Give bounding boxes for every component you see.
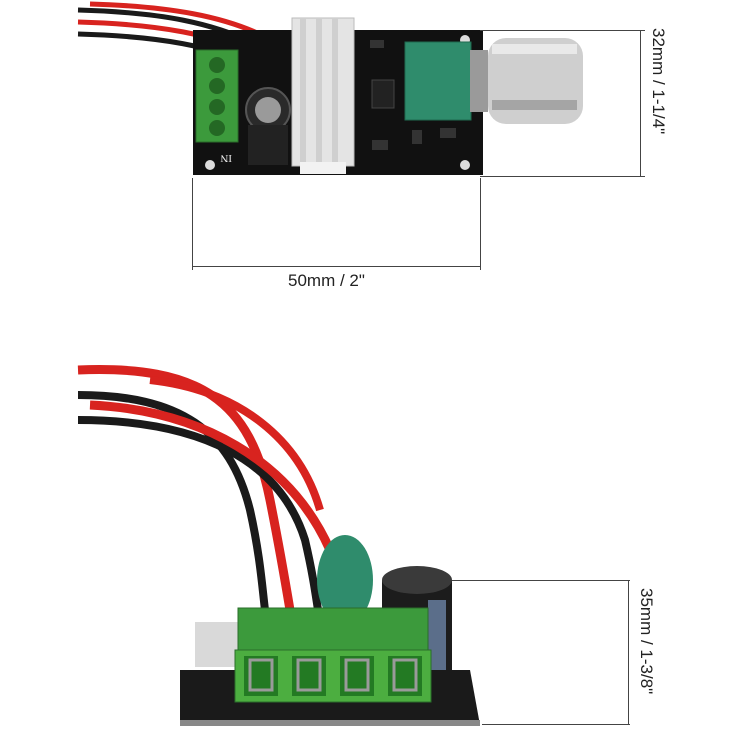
side-height-dimension-line	[628, 580, 629, 724]
top-height-label: 32mm / 1-1/4"	[649, 28, 668, 135]
side-wires	[77, 365, 347, 611]
top-potentiometer	[404, 41, 472, 121]
top-height-extension-lower	[480, 176, 645, 177]
top-view-board-illustration: IN	[77, 1, 583, 175]
top-terminal-block	[195, 49, 239, 143]
side-potentiometer	[317, 535, 373, 625]
side-height-label: 35mm / 1-3/8"	[637, 588, 656, 695]
top-width-label: 50mm / 2"	[288, 271, 365, 290]
side-view-photo	[0, 340, 750, 750]
top-width-extension-right	[480, 178, 481, 270]
top-view-photo: IN	[0, 0, 750, 300]
side-view-board-illustration	[77, 365, 480, 726]
terminal-marking: IN	[220, 152, 232, 164]
top-height-extension-upper	[480, 30, 645, 31]
side-height-extension-lower	[482, 724, 630, 725]
side-height-extension-upper	[452, 580, 630, 581]
top-width-dimension-line	[192, 266, 480, 267]
top-knob	[470, 38, 583, 124]
top-width-extension-left	[192, 178, 193, 270]
top-heatsink	[291, 17, 355, 174]
top-height-dimension-line	[640, 30, 641, 176]
top-capacitor	[245, 87, 291, 165]
side-terminal-block	[234, 607, 432, 703]
